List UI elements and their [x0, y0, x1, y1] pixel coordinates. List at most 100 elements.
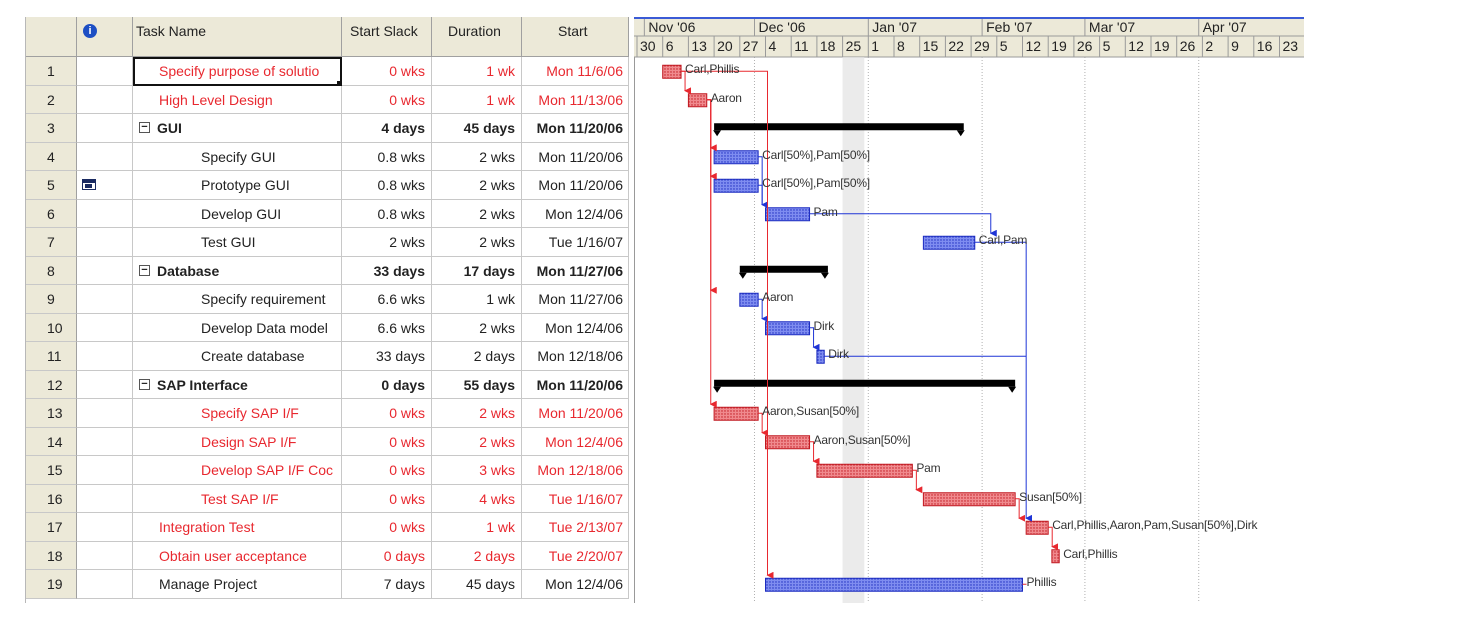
- start-slack-cell[interactable]: 0 wks: [342, 513, 432, 542]
- row-id[interactable]: 10: [26, 313, 77, 342]
- task-bar[interactable]: [1051, 549, 1060, 564]
- start-cell[interactable]: Mon 11/6/06: [522, 57, 629, 86]
- duration-cell[interactable]: 2 wks: [432, 399, 522, 428]
- start-cell[interactable]: Tue 1/16/07: [522, 484, 629, 513]
- task-name-cell[interactable]: −SAP Interface: [133, 370, 342, 399]
- collapse-icon[interactable]: −: [139, 264, 150, 276]
- task-name-header[interactable]: Task Name: [133, 17, 342, 57]
- task-bar[interactable]: [713, 406, 759, 421]
- duration-header[interactable]: Duration: [432, 17, 522, 57]
- task-bar[interactable]: [765, 321, 811, 336]
- duration-cell[interactable]: 2 wks: [432, 142, 522, 171]
- task-name-cell[interactable]: −Database: [133, 256, 342, 285]
- summary-bar[interactable]: [739, 265, 828, 273]
- task-bar[interactable]: [765, 435, 811, 450]
- task-bar[interactable]: [662, 64, 682, 79]
- row-id[interactable]: 11: [26, 342, 77, 371]
- start-cell[interactable]: Mon 12/18/06: [522, 342, 629, 371]
- start-cell[interactable]: Mon 12/4/06: [522, 570, 629, 599]
- duration-cell[interactable]: 4 wks: [432, 484, 522, 513]
- start-cell[interactable]: Mon 11/27/06: [522, 285, 629, 314]
- row-id[interactable]: 18: [26, 541, 77, 570]
- row-id[interactable]: 4: [26, 142, 77, 171]
- start-slack-cell[interactable]: 7 days: [342, 570, 432, 599]
- start-slack-cell[interactable]: 0.8 wks: [342, 142, 432, 171]
- start-slack-cell[interactable]: 0 wks: [342, 456, 432, 485]
- start-cell[interactable]: Mon 11/20/06: [522, 399, 629, 428]
- task-name-cell[interactable]: Specify requirement: [133, 285, 342, 314]
- start-cell[interactable]: Tue 1/16/07: [522, 228, 629, 257]
- row-id[interactable]: 3: [26, 114, 77, 143]
- row-id[interactable]: 6: [26, 199, 77, 228]
- task-name-cell[interactable]: Develop SAP I/F Coc: [133, 456, 342, 485]
- task-name-cell[interactable]: −GUI: [133, 114, 342, 143]
- start-slack-cell[interactable]: 33 days: [342, 342, 432, 371]
- start-cell[interactable]: Mon 11/20/06: [522, 171, 629, 200]
- start-slack-cell[interactable]: 0 wks: [342, 85, 432, 114]
- start-cell[interactable]: Mon 12/18/06: [522, 456, 629, 485]
- row-id[interactable]: 13: [26, 399, 77, 428]
- task-name-cell[interactable]: Specify SAP I/F: [133, 399, 342, 428]
- row-id[interactable]: 5: [26, 171, 77, 200]
- row-id[interactable]: 17: [26, 513, 77, 542]
- indicators-header[interactable]: i: [77, 17, 133, 57]
- fill-handle[interactable]: [337, 80, 341, 85]
- task-bar[interactable]: [922, 235, 976, 250]
- row-id-header[interactable]: [26, 17, 77, 57]
- duration-cell[interactable]: 1 wk: [432, 57, 522, 86]
- task-name-cell[interactable]: Prototype GUI: [133, 171, 342, 200]
- duration-cell[interactable]: 2 wks: [432, 199, 522, 228]
- start-slack-header[interactable]: Start Slack: [342, 17, 432, 57]
- start-slack-cell[interactable]: 0 wks: [342, 399, 432, 428]
- task-bar[interactable]: [1025, 520, 1049, 535]
- row-id[interactable]: 14: [26, 427, 77, 456]
- task-bar[interactable]: [816, 463, 913, 478]
- task-name-cell[interactable]: Develop GUI: [133, 199, 342, 228]
- duration-cell[interactable]: 1 wk: [432, 85, 522, 114]
- start-cell[interactable]: Mon 12/4/06: [522, 427, 629, 456]
- start-slack-cell[interactable]: 0 days: [342, 541, 432, 570]
- start-cell[interactable]: Mon 12/4/06: [522, 313, 629, 342]
- start-slack-cell[interactable]: 4 days: [342, 114, 432, 143]
- task-bar[interactable]: [765, 207, 811, 222]
- start-slack-cell[interactable]: 33 days: [342, 256, 432, 285]
- start-slack-cell[interactable]: 6.6 wks: [342, 285, 432, 314]
- task-name-cell[interactable]: Specify purpose of solutio: [133, 57, 342, 86]
- row-id[interactable]: 8: [26, 256, 77, 285]
- task-name-cell[interactable]: Test SAP I/F: [133, 484, 342, 513]
- task-bar[interactable]: [922, 492, 1016, 507]
- collapse-icon[interactable]: −: [139, 378, 150, 390]
- duration-cell[interactable]: 1 wk: [432, 513, 522, 542]
- start-slack-cell[interactable]: 0 wks: [342, 484, 432, 513]
- duration-cell[interactable]: 2 wks: [432, 427, 522, 456]
- duration-cell[interactable]: 2 wks: [432, 171, 522, 200]
- duration-cell[interactable]: 45 days: [432, 114, 522, 143]
- start-slack-cell[interactable]: 0.8 wks: [342, 199, 432, 228]
- row-id[interactable]: 2: [26, 85, 77, 114]
- start-cell[interactable]: Mon 11/20/06: [522, 142, 629, 171]
- duration-cell[interactable]: 3 wks: [432, 456, 522, 485]
- row-id[interactable]: 7: [26, 228, 77, 257]
- task-name-cell[interactable]: Create database: [133, 342, 342, 371]
- start-cell[interactable]: Mon 12/4/06: [522, 199, 629, 228]
- start-cell[interactable]: Tue 2/20/07: [522, 541, 629, 570]
- start-slack-cell[interactable]: 0 wks: [342, 57, 432, 86]
- row-id[interactable]: 16: [26, 484, 77, 513]
- start-slack-cell[interactable]: 0 wks: [342, 427, 432, 456]
- start-slack-cell[interactable]: 0.8 wks: [342, 171, 432, 200]
- summary-bar[interactable]: [714, 123, 964, 131]
- task-name-cell[interactable]: Design SAP I/F: [133, 427, 342, 456]
